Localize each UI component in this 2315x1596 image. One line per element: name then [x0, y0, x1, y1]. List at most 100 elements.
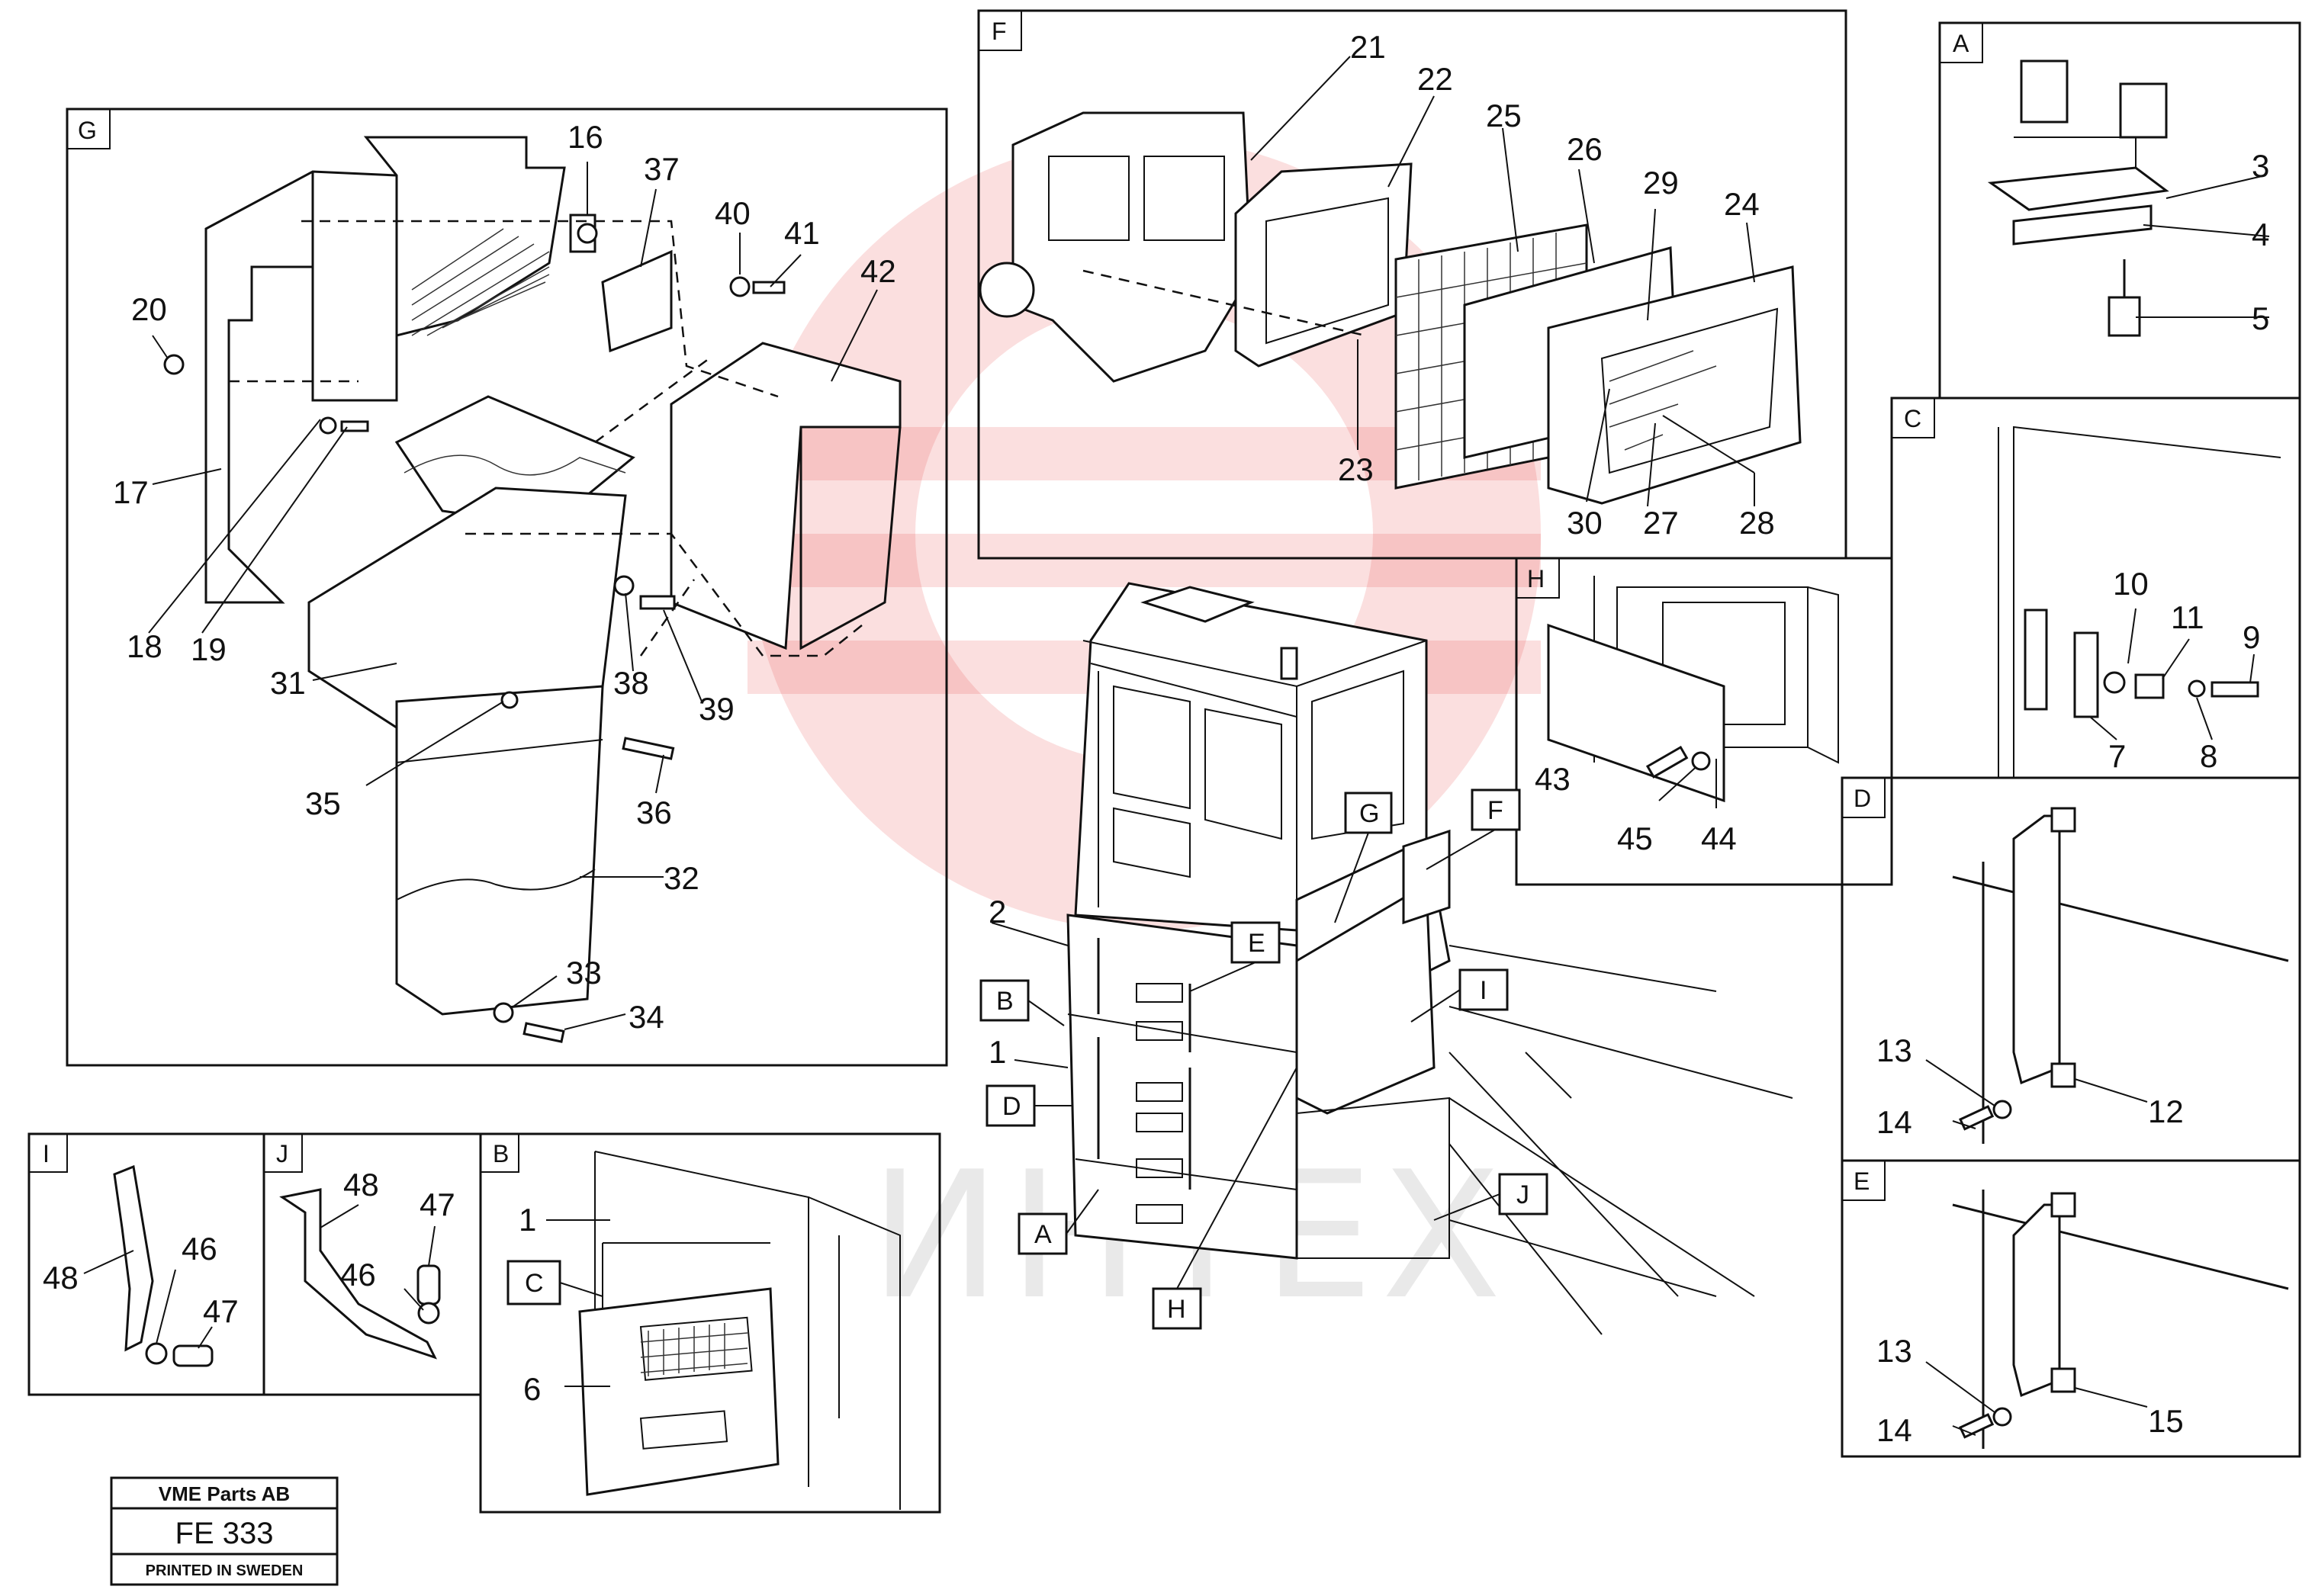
part-number-32: 32 — [664, 860, 699, 896]
part-number-1-b: 1 — [519, 1202, 536, 1238]
main-cabin-assembly — [1066, 582, 1793, 1335]
part-number-11: 11 — [2171, 599, 2204, 635]
part-number-41: 41 — [784, 215, 820, 251]
part-number-4: 4 — [2252, 217, 2269, 252]
title-code: FE 333 — [175, 1517, 274, 1550]
part-number-42: 42 — [860, 253, 896, 289]
callout-label-h: H — [1167, 1295, 1186, 1324]
view-label-f: F — [992, 18, 1007, 45]
part-number-40: 40 — [715, 195, 751, 231]
callout-box-c-inset — [506, 1260, 561, 1305]
callout-box-b — [979, 979, 1030, 1022]
part-number-39: 39 — [699, 691, 735, 727]
view-panel-d — [1841, 776, 2301, 1162]
callout-label-e: E — [1248, 929, 1265, 958]
view-label-g: G — [78, 117, 97, 144]
part-number-34: 34 — [629, 999, 664, 1035]
part-number-35: 35 — [305, 785, 341, 821]
part-number-45: 45 — [1617, 820, 1653, 856]
view-panel-g — [66, 108, 948, 1067]
part-number-2: 2 — [989, 894, 1006, 930]
part-mount-assembly-a — [1987, 59, 2169, 337]
leaders-g — [148, 162, 878, 1030]
view-label-j: J — [276, 1140, 288, 1167]
leaders-f — [1250, 56, 1755, 507]
title-company: VME Parts AB — [159, 1482, 290, 1505]
beacon-icon — [1280, 647, 1298, 680]
view-label-h: H — [1527, 565, 1545, 592]
part-number-24: 24 — [1724, 186, 1760, 222]
view-label-e: E — [1854, 1167, 1870, 1195]
part-number-14-e: 14 — [1876, 1412, 1912, 1448]
part-number-3: 3 — [2252, 148, 2269, 184]
callout-box-f — [1471, 788, 1521, 831]
part-number-47-i: 47 — [203, 1293, 239, 1329]
part-number-33: 33 — [566, 955, 602, 991]
callout-label-c-inset: C — [525, 1269, 544, 1298]
view-panel-e — [1841, 1159, 2301, 1458]
part-cover-24 — [1547, 265, 1802, 505]
callout-box-j — [1498, 1173, 1548, 1215]
part-number-46-i: 46 — [182, 1231, 217, 1267]
part-number-13-e: 13 — [1876, 1333, 1912, 1369]
view-label-i: I — [43, 1140, 50, 1167]
callout-box-a — [1018, 1212, 1068, 1255]
washer-icon-44 — [1691, 751, 1711, 771]
part-duct-31-32 — [307, 395, 635, 1016]
part-number-12: 12 — [2148, 1093, 2184, 1129]
bolt-icon-45 — [1645, 745, 1689, 779]
callout-box-d — [985, 1084, 1036, 1127]
view-label-box-f — [978, 10, 1022, 51]
callout-label-j: J — [1516, 1180, 1529, 1209]
part-number-10: 10 — [2113, 566, 2149, 602]
callout-label-f: F — [1487, 796, 1503, 825]
title-block: VME Parts AB FE 333 PRINTED IN SWEDEN — [110, 1476, 339, 1586]
view-label-d: D — [1854, 785, 1871, 812]
part-number-21: 21 — [1350, 29, 1386, 65]
part-number-31: 31 — [270, 665, 306, 701]
part-cover-42 — [670, 342, 902, 650]
view-label-box-b — [480, 1133, 519, 1173]
part-number-48-i: 48 — [43, 1260, 79, 1296]
part-number-14-d: 14 — [1876, 1104, 1912, 1140]
view-label-c: C — [1904, 405, 1921, 432]
part-hood-housing — [204, 136, 566, 604]
part-number-1-main: 1 — [989, 1034, 1006, 1070]
part-number-37: 37 — [644, 151, 680, 187]
callout-leaders — [991, 829, 1500, 1289]
callout-label-d: D — [1002, 1092, 1021, 1121]
part-number-28: 28 — [1739, 505, 1775, 541]
part-handle-15 — [1952, 1190, 2289, 1449]
view-panel-b — [479, 1132, 941, 1514]
part-number-17: 17 — [113, 474, 149, 510]
hardware-icons-g — [163, 276, 786, 1043]
part-strap-48-j — [279, 1188, 441, 1360]
callout-box-i — [1458, 968, 1509, 1011]
part-number-8: 8 — [2200, 738, 2217, 774]
part-hinge-assembly-c — [1998, 425, 2281, 778]
part-number-48-j: 48 — [343, 1167, 379, 1203]
part-number-7: 7 — [2108, 738, 2126, 774]
part-bracket-37 — [601, 249, 673, 353]
part-number-15: 15 — [2148, 1403, 2184, 1439]
view-panel-f — [977, 9, 1847, 560]
view-label-box-c — [1891, 397, 1935, 438]
part-number-18: 18 — [127, 628, 162, 664]
view-label-box-g — [66, 108, 111, 149]
part-number-23: 23 — [1338, 451, 1374, 487]
part-number-6: 6 — [523, 1371, 541, 1407]
callout-boxes: G F E B D A H I J — [979, 788, 1548, 1330]
view-label-box-i — [28, 1133, 68, 1173]
callout-label-g: G — [1359, 799, 1379, 828]
part-panel-door-6 — [578, 1151, 901, 1510]
part-number-20: 20 — [131, 291, 167, 327]
part-cover-plate-43 — [1547, 576, 1839, 803]
part-number-16: 16 — [567, 119, 603, 155]
callout-label-b: B — [996, 987, 1014, 1016]
view-label-b: B — [493, 1140, 509, 1167]
view-label-box-h — [1516, 557, 1560, 599]
callout-box-h — [1152, 1287, 1202, 1330]
callout-box-g — [1344, 792, 1393, 834]
part-number-29: 29 — [1643, 165, 1679, 201]
part-number-19: 19 — [191, 631, 227, 667]
